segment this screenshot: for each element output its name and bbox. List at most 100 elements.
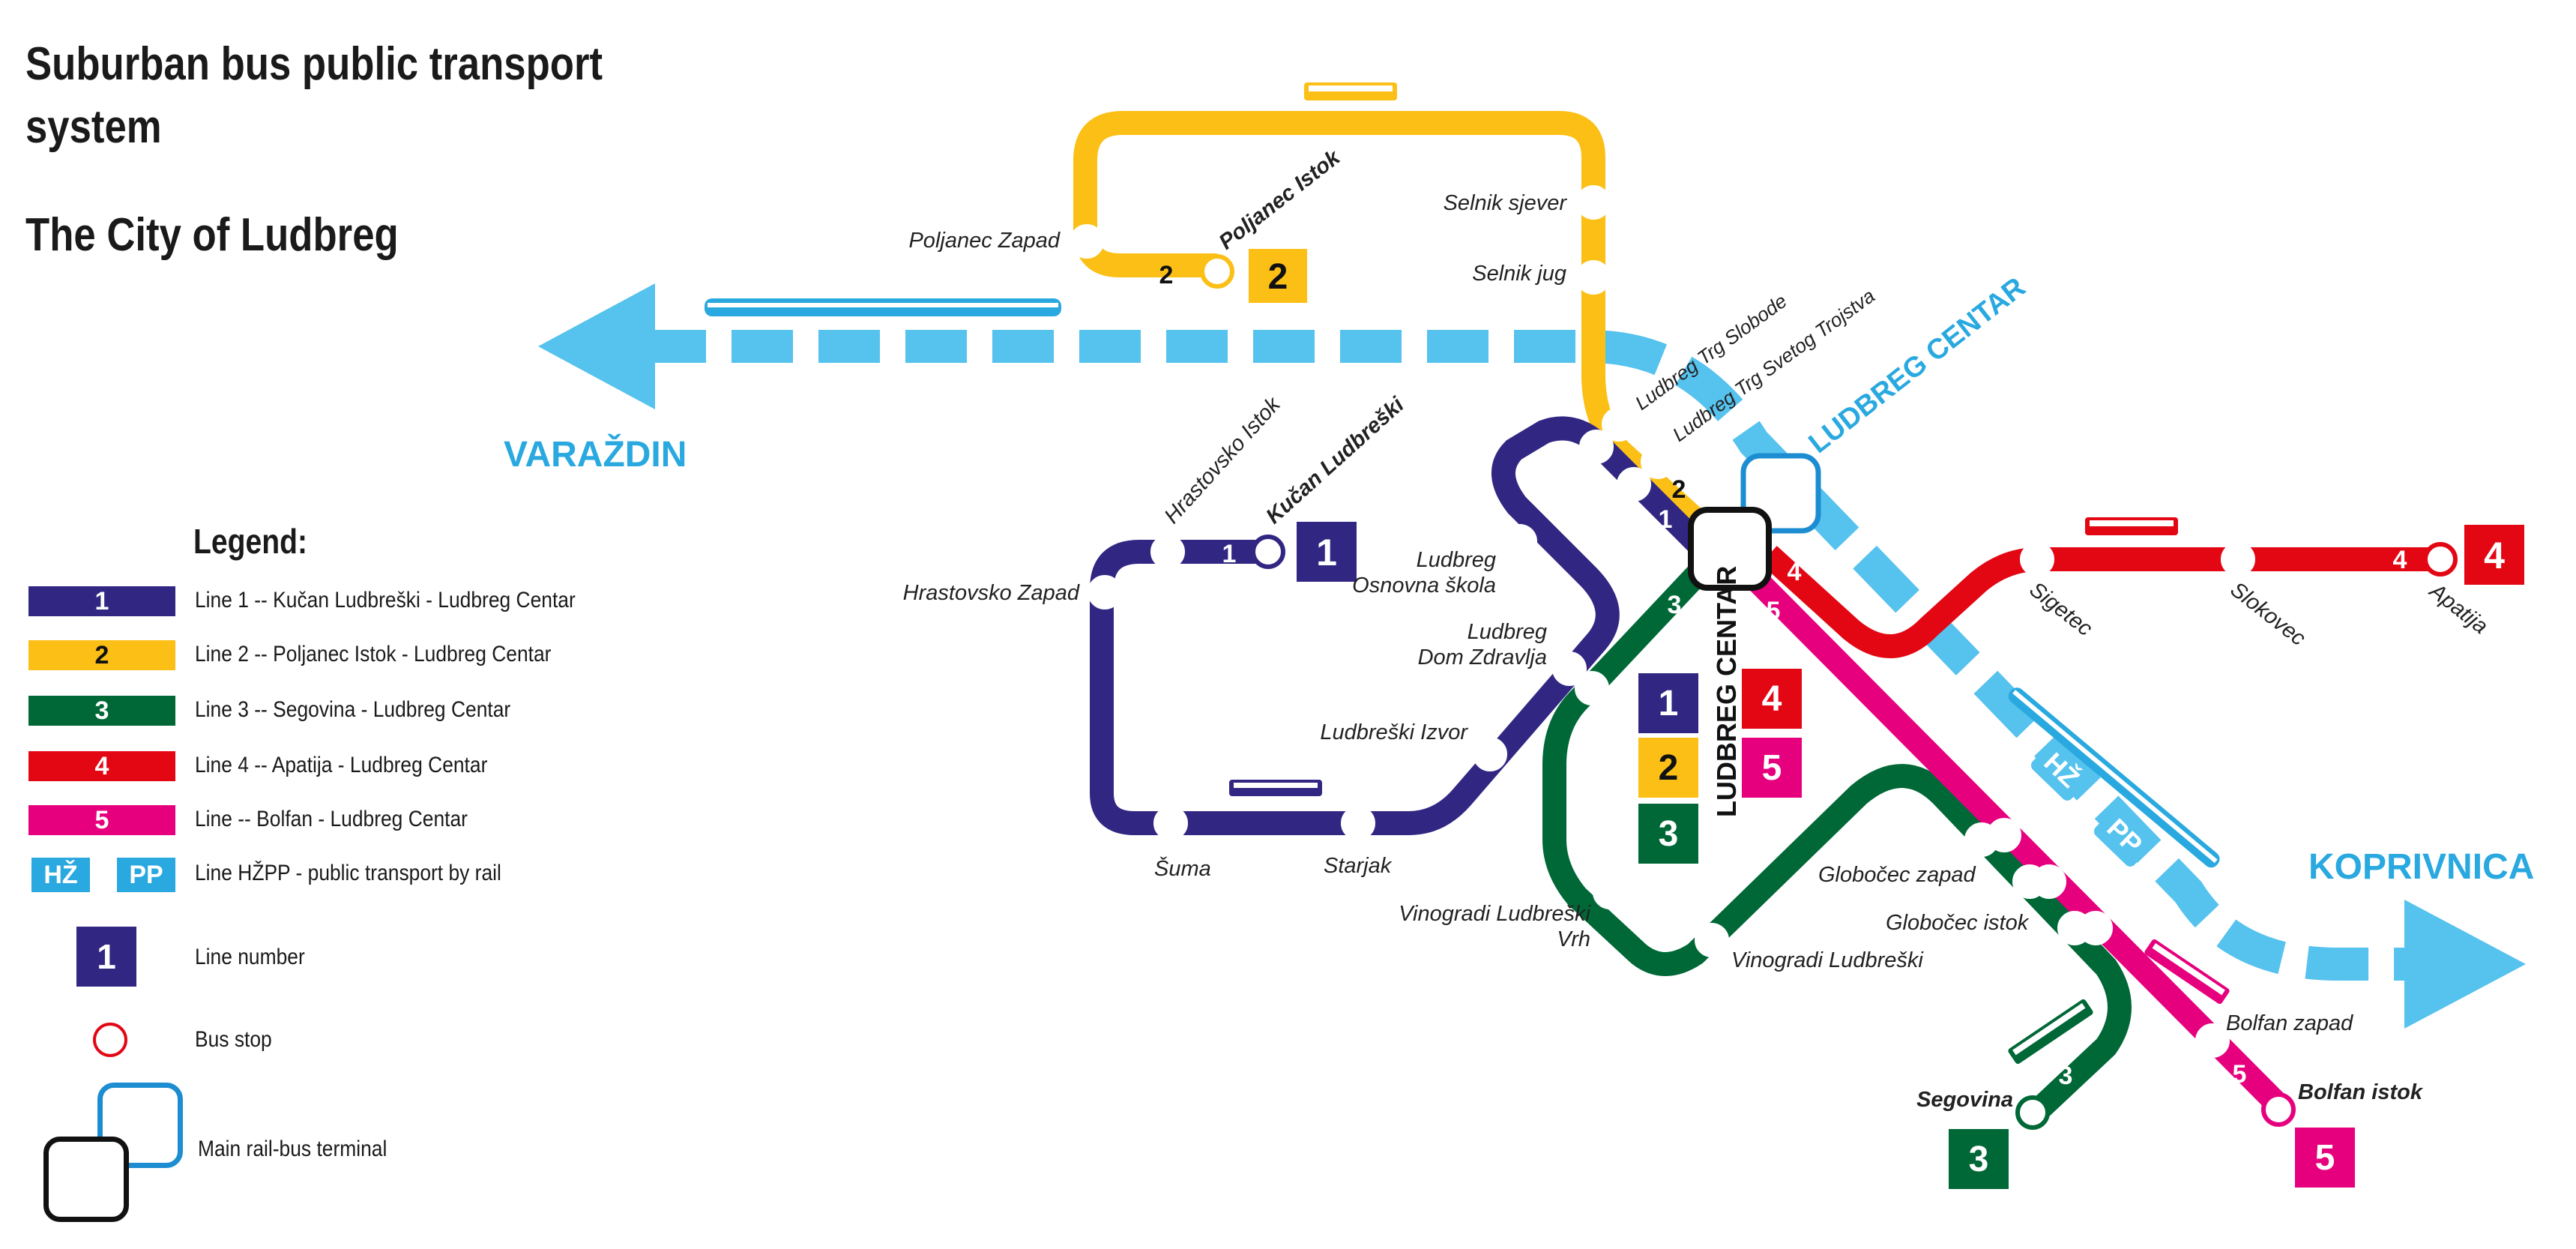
label-vinogradi-vrh-2: Vrh [1557,927,1590,951]
stop-dom-zdravlja[interactable] [1552,651,1587,686]
stop-suma[interactable] [1153,806,1188,840]
legend-badge-line2: 2 [28,640,175,670]
city-title: The City of Ludbreg [25,209,399,261]
badge-center-5-label: 5 [1762,748,1782,788]
inline-line-numbers: 2 1 2 1 3 4 5 4 3 5 [1159,261,2407,1090]
stop-selnik-sjever[interactable] [1576,185,1611,220]
city-varazdin: VARAŽDIN [504,433,687,475]
label-hrastovsko-zapad: Hrastovsko Zapad [903,581,1080,605]
inline-2-center: 2 [1672,475,1686,504]
label-globocec-zapad: Globočec zapad [1818,863,1976,887]
legend-text-bus-stop: Bus stop [195,1027,272,1052]
stop-ludbreski-izvor[interactable] [1473,737,1507,771]
stop-kucan-ludbreski[interactable] [1251,535,1285,569]
stop-line3-dz[interactable] [1575,671,1609,705]
legend-text-line3: Line 3 -- Segovina - Ludbreg Centar [195,697,511,722]
label-starjak: Starjak [1324,854,1393,878]
label-dom-zdravlja-2: Dom Zdravlja [1418,645,1547,669]
legend-badge-hz: HŽ [31,858,90,892]
stop-apatija[interactable] [2423,542,2458,577]
legend-badge-line5: 5 [28,805,175,835]
stop-line1-a[interactable] [1579,430,1614,464]
label-slokovec: Slokovec [2226,577,2311,651]
terminal-label: LUDBREG CENTAR [1711,566,1742,817]
legend-badge-line-number: 1 [76,927,136,987]
legend-heading: Legend: [193,522,308,561]
badge-line1-label: 1 [1316,532,1337,574]
stop-trg-slobode[interactable] [1602,407,1636,442]
stop-slokovec[interactable] [2221,542,2255,577]
stop-starjak[interactable] [1341,806,1375,840]
line-1-route [1090,416,1710,835]
legend-text-terminal: Main rail-bus terminal [198,1137,387,1161]
badge-line5-label: 5 [2315,1138,2335,1178]
stop-line5-c[interactable] [2078,911,2113,945]
label-selnik-jug: Selnik jug [1472,262,1566,286]
stop-hrastovsko-zapad[interactable] [1088,575,1122,610]
city-koprivnica: KOPRIVNICA [2308,847,2534,887]
label-globocec-istok: Globočec istok [1886,911,2030,935]
label-sigetec: Sigetec [2025,577,2097,641]
arrow-west-icon [538,283,655,409]
stop-labels: Poljanec Zapad Poljanec Istok Selnik sje… [903,145,2493,1112]
stop-line1-b[interactable] [1617,467,1651,502]
stop-bolfan-istok[interactable] [2261,1092,2296,1127]
inline-3-center: 3 [1668,591,1682,619]
stop-selnik-jug[interactable] [1576,260,1611,295]
legend-text-line-number: Line number [195,945,305,969]
stop-sigetec[interactable] [2020,542,2054,577]
map-badge-hz [2030,738,2095,801]
legend-text-line2: Line 2 -- Poljanec Istok - Ludbreg Centa… [195,642,552,666]
line-number-boxes: 2 1 4 1 2 3 4 5 3 5 [1249,249,2524,1189]
stop-vinogradi-ludbreski[interactable] [1695,923,1729,957]
stop-globocec-istok-5[interactable] [2032,864,2066,899]
legend-text-line5: Line -- Bolfan - Ludbreg Centar [195,807,468,831]
badge-center-4 [1742,669,1802,729]
badge-line4-label: 4 [2484,535,2505,577]
badge-line2-label: 2 [1268,257,1288,297]
badge-line3 [1949,1129,2009,1189]
label-kucan-ludbreski: Kučan Ludbreški [1261,392,1409,529]
stop-trg-svetog-trojstva[interactable] [1641,445,1675,479]
label-apatija: Apatija [2424,578,2492,639]
legend-badge-line4: 4 [28,751,175,781]
stop-globocec-zapad-5[interactable] [1987,818,2021,852]
inline-2-poljanec: 2 [1159,261,1174,289]
badge-center-3-label: 3 [1659,814,1679,854]
label-segovina: Segovina [1916,1088,2013,1112]
stop-osnovna-skola[interactable] [1503,524,1537,559]
bus-icon [2085,517,2178,535]
inline-1-center: 1 [1659,505,1673,534]
label-suma: Šuma [1154,855,1211,881]
badge-center-1 [1638,673,1698,733]
bus-icon [2008,999,2093,1065]
legend-text-rail: Line HŽPP - public transport by rail [195,861,501,885]
legend-text-line1: Line 1 -- Kučan Ludbreški - Ludbreg Cent… [195,588,576,613]
stop-bolfan-zapad[interactable] [2195,1023,2230,1058]
train-icon [2008,687,2220,868]
label-osnovna-skola-2: Osnovna škola [1352,574,1496,598]
label-vinogradi-vrh-1: Vinogradi Ludbreški [1399,902,1591,926]
stop-vinogradi-vrh[interactable] [1593,875,1627,909]
badge-center-2 [1638,738,1698,798]
bus-icon [1229,780,1322,796]
stop-segovina[interactable] [2015,1095,2050,1130]
badge-line2 [1249,249,1307,303]
stop-hrastovsko-istok[interactable] [1150,535,1185,569]
legend-badge-pp: PP [117,858,175,892]
terminal-bus-icon [43,1137,129,1222]
badge-center-5 [1742,738,1802,798]
label-poljanec-zapad: Poljanec Zapad [908,229,1060,253]
map-badge-pp [2093,804,2158,867]
inline-1-kucan: 1 [1222,540,1237,568]
label-selnik-sjever: Selnik sjever [1444,191,1568,215]
badge-center-3 [1638,804,1698,864]
bus-stops [1070,185,2458,1130]
arrow-east-icon [2404,900,2526,1029]
stop-poljanec-istok[interactable] [1200,254,1234,289]
rail-line [538,283,2526,1029]
label-vinogradi-ludbreski: Vinogradi Ludbreški [1731,948,1924,972]
stop-poljanec-zapad[interactable] [1070,224,1104,259]
badge-line4 [2464,525,2524,585]
